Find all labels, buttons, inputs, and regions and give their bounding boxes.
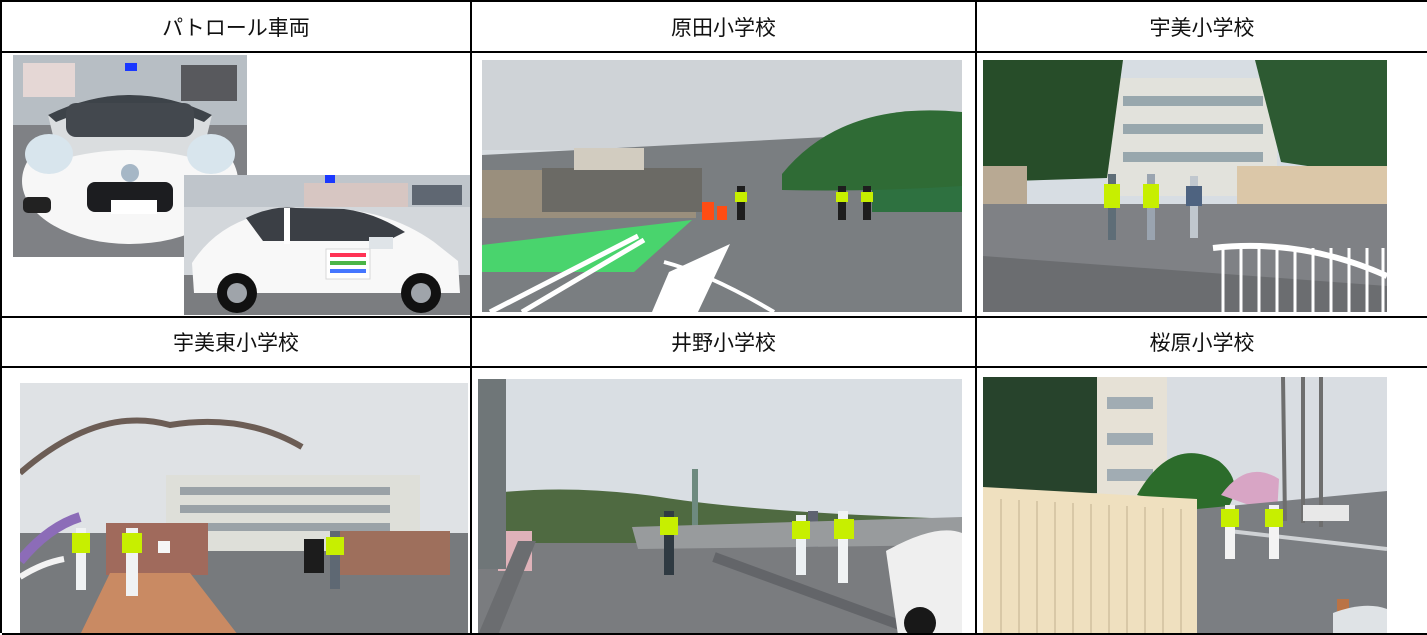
header-patrol-vehicle: パトロール車両 <box>2 2 472 53</box>
sakurabaru-school-photo <box>983 377 1387 633</box>
umi-school-image <box>983 60 1387 312</box>
header-ino-label: 井野小学校 <box>671 331 776 355</box>
cell-patrol-vehicle <box>2 53 472 318</box>
umi-higashi-school-photo <box>20 383 468 633</box>
harada-school-image <box>482 60 962 312</box>
cell-harada <box>472 53 977 318</box>
cell-umi <box>977 53 1427 318</box>
header-sakurabaru: 桜原小学校 <box>977 318 1427 368</box>
cell-umi-higashi <box>2 368 472 635</box>
header-umi-higashi: 宇美東小学校 <box>2 318 472 368</box>
patrol-car-side-image <box>184 175 470 315</box>
header-patrol-vehicle-label: パトロール車両 <box>162 15 310 40</box>
umi-school-photo <box>983 60 1387 312</box>
sakurabaru-school-image <box>983 377 1387 633</box>
header-sakurabaru-label: 桜原小学校 <box>1149 331 1255 355</box>
header-umi-higashi-label: 宇美東小学校 <box>173 331 299 355</box>
header-harada: 原田小学校 <box>472 2 977 53</box>
harada-school-photo <box>482 60 962 312</box>
patrol-car-side-photo <box>184 175 470 315</box>
header-ino: 井野小学校 <box>472 318 977 368</box>
ino-school-image <box>478 379 962 633</box>
header-umi-label: 宇美小学校 <box>1149 15 1255 40</box>
cell-ino <box>472 368 977 635</box>
ino-school-photo <box>478 379 962 633</box>
header-umi: 宇美小学校 <box>977 2 1427 53</box>
cell-sakurabaru <box>977 368 1427 635</box>
header-harada-label: 原田小学校 <box>671 15 776 40</box>
umi-higashi-school-image <box>20 383 468 633</box>
